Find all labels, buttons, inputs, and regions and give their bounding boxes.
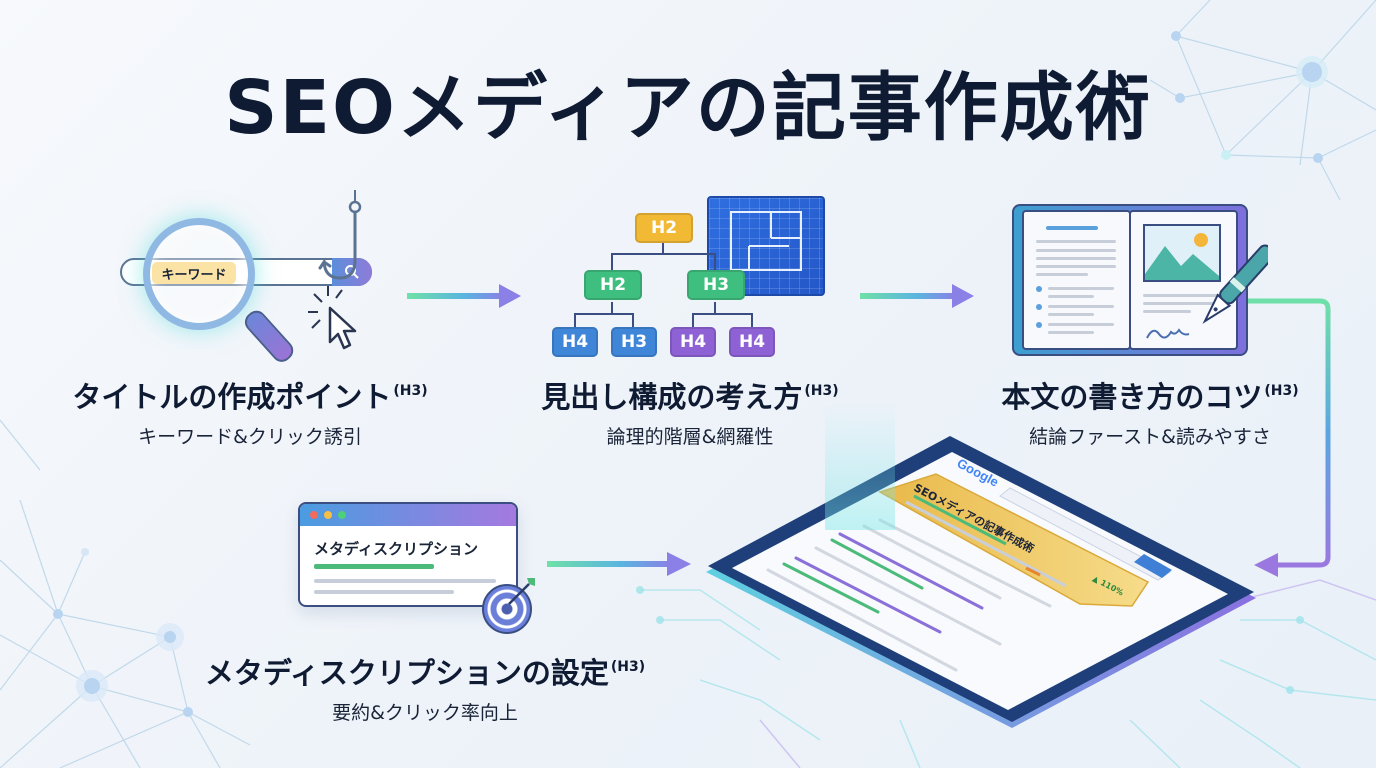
arrow-right-icon bbox=[407, 284, 521, 308]
heading-node-l3-a: H4 bbox=[552, 327, 598, 357]
heading-node-l2-b: H3 bbox=[687, 270, 745, 300]
fountain-pen-icon bbox=[1202, 244, 1268, 324]
section-heading: 本文の書き方のコツ(H3) bbox=[1001, 380, 1299, 414]
dart-icon bbox=[508, 578, 535, 605]
browser-window-icon: メタディスクリプション bbox=[298, 502, 518, 607]
close-dot bbox=[310, 511, 318, 519]
body-writing-label: 本文の書き方のコツ(H3) 結論ファースト&読みやすさ bbox=[990, 374, 1310, 449]
section-heading: メタディスクリプションの設定(H3) bbox=[204, 656, 646, 690]
open-book-icon bbox=[1012, 204, 1248, 356]
magnifier-handle bbox=[240, 306, 298, 366]
section-subtitle: キーワード&クリック誘引 bbox=[138, 426, 362, 448]
arrow-right-icon bbox=[860, 284, 974, 308]
heading-node-root: H2 bbox=[635, 213, 693, 243]
heading-node-l3-b: H3 bbox=[611, 327, 657, 357]
page-title: SEOメディアの記事作成術 bbox=[224, 65, 1152, 151]
maximize-dot bbox=[338, 511, 346, 519]
heading-node-l3-d: H4 bbox=[729, 327, 775, 357]
section-heading: 見出し構成の考え方(H3) bbox=[541, 380, 839, 414]
section-subtitle: 結論ファースト&読みやすさ bbox=[1029, 426, 1271, 448]
arrow-right-icon bbox=[547, 552, 691, 576]
section-heading: タイトルの作成ポイント(H3) bbox=[72, 380, 428, 414]
light-beam bbox=[825, 400, 895, 530]
tree-connectors bbox=[574, 242, 753, 328]
title-points-label: タイトルの作成ポイント(H3) キーワード&クリック誘引 bbox=[60, 374, 440, 449]
tablet-search-result: Google SEOメディアの記事作成術 ▲ 110% bbox=[700, 400, 1260, 730]
minimize-dot bbox=[324, 511, 332, 519]
book-page-left bbox=[1022, 210, 1131, 350]
section-subtitle: 論理的階層&網羅性 bbox=[606, 426, 774, 448]
book-page-right bbox=[1129, 210, 1238, 350]
keyword-chip: キーワード bbox=[152, 262, 236, 284]
elbow-arrow-icon bbox=[1248, 298, 1331, 577]
heading-node-l3-c: H4 bbox=[670, 327, 716, 357]
heading-node-l2-a: H2 bbox=[584, 270, 642, 300]
image-icon bbox=[1143, 224, 1221, 282]
heading-structure-label: 見出し構成の考え方(H3) 論理的階層&網羅性 bbox=[520, 374, 860, 449]
section-subtitle: 要約&クリック率向上 bbox=[332, 702, 518, 724]
fishhook-icon bbox=[308, 190, 362, 350]
target-icon bbox=[482, 584, 532, 634]
tablet-device-icon: Google SEOメディアの記事作成術 ▲ 110% bbox=[706, 436, 1256, 728]
window-heading: メタディスクリプション bbox=[314, 540, 478, 558]
window-titlebar bbox=[300, 504, 516, 526]
meta-description-label: メタディスクリプションの設定(H3) 要約&クリック率向上 bbox=[190, 650, 660, 725]
signature-icon bbox=[1146, 328, 1190, 339]
